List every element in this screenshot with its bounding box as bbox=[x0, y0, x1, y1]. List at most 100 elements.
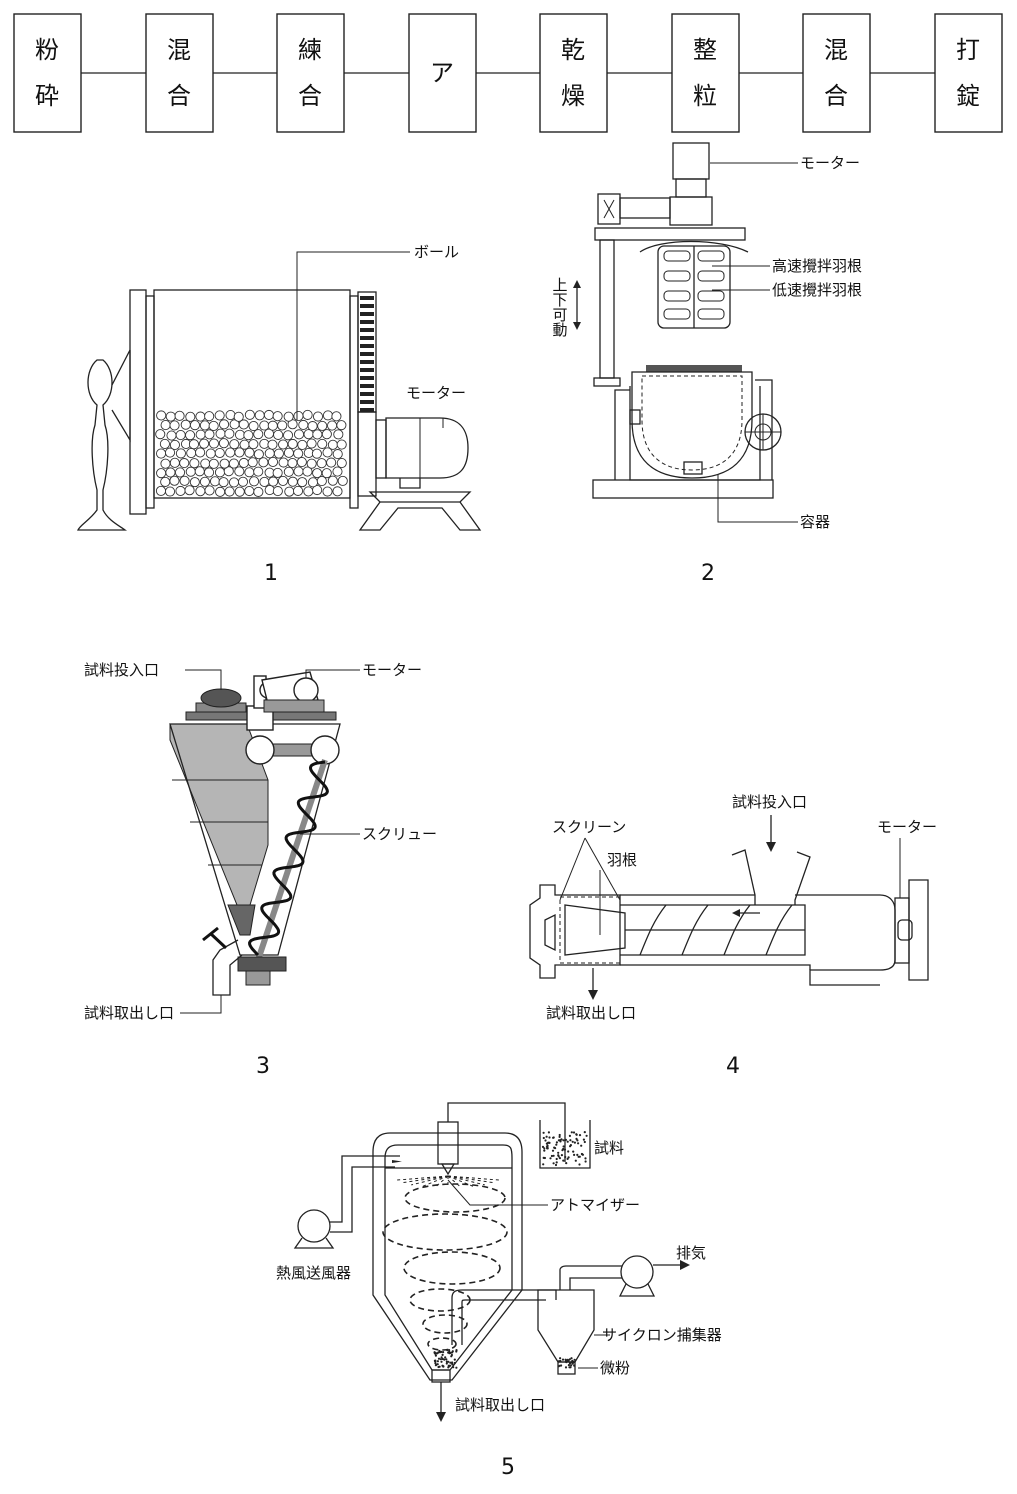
auger-flights bbox=[639, 904, 793, 956]
flow-step-1-line2: 砕 bbox=[35, 82, 59, 110]
flow-step-3-line1: 練 bbox=[298, 36, 322, 64]
outlet-pipe bbox=[212, 939, 243, 996]
swirl-pattern bbox=[382, 1183, 508, 1351]
exhaust-label: 排気 bbox=[676, 1244, 706, 1262]
ball-leader bbox=[296, 251, 410, 420]
left-bearing bbox=[111, 349, 131, 443]
motor-stand bbox=[358, 501, 482, 531]
inlet-cap bbox=[200, 688, 242, 708]
lid bbox=[646, 365, 742, 372]
cone-body bbox=[169, 723, 341, 956]
barrel-top bbox=[620, 894, 896, 986]
left-end-plate bbox=[129, 289, 147, 515]
fig3-outlet-label: 試料取出し口 bbox=[84, 1004, 174, 1022]
atomizer-leader bbox=[447, 1179, 548, 1206]
flow-step-5: 乾 燥 bbox=[539, 13, 608, 133]
coupling bbox=[375, 419, 387, 479]
screen bbox=[559, 896, 621, 964]
feed-line bbox=[447, 1102, 566, 1162]
fig4-outlet-label: 試料取出し口 bbox=[546, 1004, 636, 1022]
sample-tank bbox=[539, 1120, 591, 1169]
atomizer-label: アトマイザー bbox=[550, 1196, 640, 1214]
cyclone-powder bbox=[557, 1357, 576, 1369]
flow-step-6: 整 粒 bbox=[671, 13, 740, 133]
flow-step-6-line2: 粒 bbox=[693, 82, 717, 110]
fig3-motor-label: モーター bbox=[362, 661, 422, 679]
motor-base bbox=[368, 491, 472, 503]
blade-label: 羽根 bbox=[607, 851, 637, 869]
flow-step-6-line1: 整 bbox=[693, 36, 717, 64]
flow-step-8-line1: 打 bbox=[956, 36, 980, 64]
flow-step-2: 混 合 bbox=[145, 13, 214, 133]
flow-step-4-line1: ア bbox=[430, 59, 454, 87]
fig3-outlet-leader bbox=[180, 995, 222, 1014]
fig1-motor-label: モーター bbox=[406, 384, 466, 402]
screen-label: スクリーン bbox=[552, 818, 626, 836]
figure-5-spray-dryer: 試料 アトマイザー 熱風送風器 試料取出し口 排 bbox=[276, 1102, 722, 1480]
fine-powder-label: 微粉 bbox=[600, 1359, 630, 1377]
extruder-head bbox=[529, 884, 621, 979]
updown-char-2: 下 bbox=[552, 291, 567, 309]
figure-4-number: 4 bbox=[726, 1054, 740, 1079]
blower bbox=[297, 1209, 331, 1243]
figure-1-ball-mill: ボール モーター 1 bbox=[77, 243, 482, 586]
cone-blade bbox=[564, 904, 626, 956]
cyclone-label: サイクロン捕集器 bbox=[602, 1326, 722, 1344]
updown-char-4: 動 bbox=[552, 321, 567, 339]
fig3-inlet-label: 試料投入口 bbox=[84, 661, 159, 679]
figure-3-conical-screw-mixer: 試料投入口 モーター スクリュー 試料取出し口 3 bbox=[84, 661, 437, 1079]
drying-chamber bbox=[372, 1132, 523, 1381]
flow-step-2-line1: 混 bbox=[167, 36, 191, 64]
hopper-right bbox=[794, 851, 811, 905]
container-leader bbox=[717, 474, 798, 523]
flow-step-5-line1: 乾 bbox=[561, 36, 585, 64]
lifting-arm bbox=[594, 227, 746, 241]
screw-shaft bbox=[255, 759, 328, 961]
flow-step-3: 練 合 bbox=[276, 13, 345, 133]
exhaust-fan bbox=[620, 1255, 654, 1289]
hopper-left bbox=[731, 849, 756, 905]
gear-teeth bbox=[360, 296, 374, 412]
figure-2-high-speed-mixer: モーター 高速攪拌羽根 低速攪拌羽根 上 下 可 動 bbox=[552, 142, 862, 586]
exhaust-duct bbox=[559, 1265, 622, 1290]
screen-leader-1 bbox=[559, 837, 586, 901]
flow-step-3-line2: 合 bbox=[298, 82, 322, 110]
updown-char-1: 上 bbox=[552, 276, 567, 294]
figure-5-number: 5 bbox=[501, 1455, 515, 1480]
cyclone-duct bbox=[451, 1289, 557, 1345]
high-blade-label: 高速攪拌羽根 bbox=[772, 257, 862, 275]
flow-step-5-line2: 燥 bbox=[561, 82, 585, 110]
flow-step-1: 粉 砕 bbox=[13, 13, 82, 133]
blades bbox=[663, 250, 725, 320]
flow-step-1-line1: 粉 bbox=[35, 36, 59, 64]
flow-step-2-line2: 合 bbox=[167, 82, 191, 110]
fig4-motor-label: モーター bbox=[877, 818, 937, 836]
flow-step-8: 打 錠 bbox=[934, 13, 1003, 133]
blower-label: 熱風送風器 bbox=[276, 1264, 351, 1282]
figure-2-number: 2 bbox=[701, 561, 715, 586]
mixing-bowl bbox=[631, 371, 753, 479]
top-motor bbox=[672, 142, 710, 180]
fig3-motor bbox=[293, 677, 319, 703]
figure-3-number: 3 bbox=[256, 1054, 270, 1079]
flow-step-4: ア bbox=[408, 13, 477, 133]
flow-step-7-line1: 混 bbox=[824, 36, 848, 64]
sample-dots bbox=[541, 1131, 588, 1167]
flow-step-7: 混 合 bbox=[802, 13, 871, 133]
fig3-inlet-leader bbox=[185, 669, 222, 690]
ball-label: ボール bbox=[414, 243, 459, 261]
figure-4-extruder: 試料投入口 スクリーン 羽根 モーター 試料取出し口 4 bbox=[529, 793, 937, 1079]
flow-step-8-line2: 錠 bbox=[956, 82, 980, 110]
container-label: 容器 bbox=[800, 513, 830, 531]
left-stand bbox=[77, 359, 128, 531]
atomizer bbox=[437, 1121, 459, 1165]
fig2-motor-label: モーター bbox=[800, 154, 860, 172]
flow-step-7-line2: 合 bbox=[824, 82, 848, 110]
hot-air-duct bbox=[330, 1155, 400, 1233]
fig4-motor bbox=[908, 879, 929, 981]
motor-body bbox=[385, 417, 469, 479]
screw-label: スクリュー bbox=[362, 825, 437, 843]
fig5-sample-label: 試料 bbox=[594, 1139, 624, 1157]
figure-1-number: 1 bbox=[264, 561, 278, 586]
